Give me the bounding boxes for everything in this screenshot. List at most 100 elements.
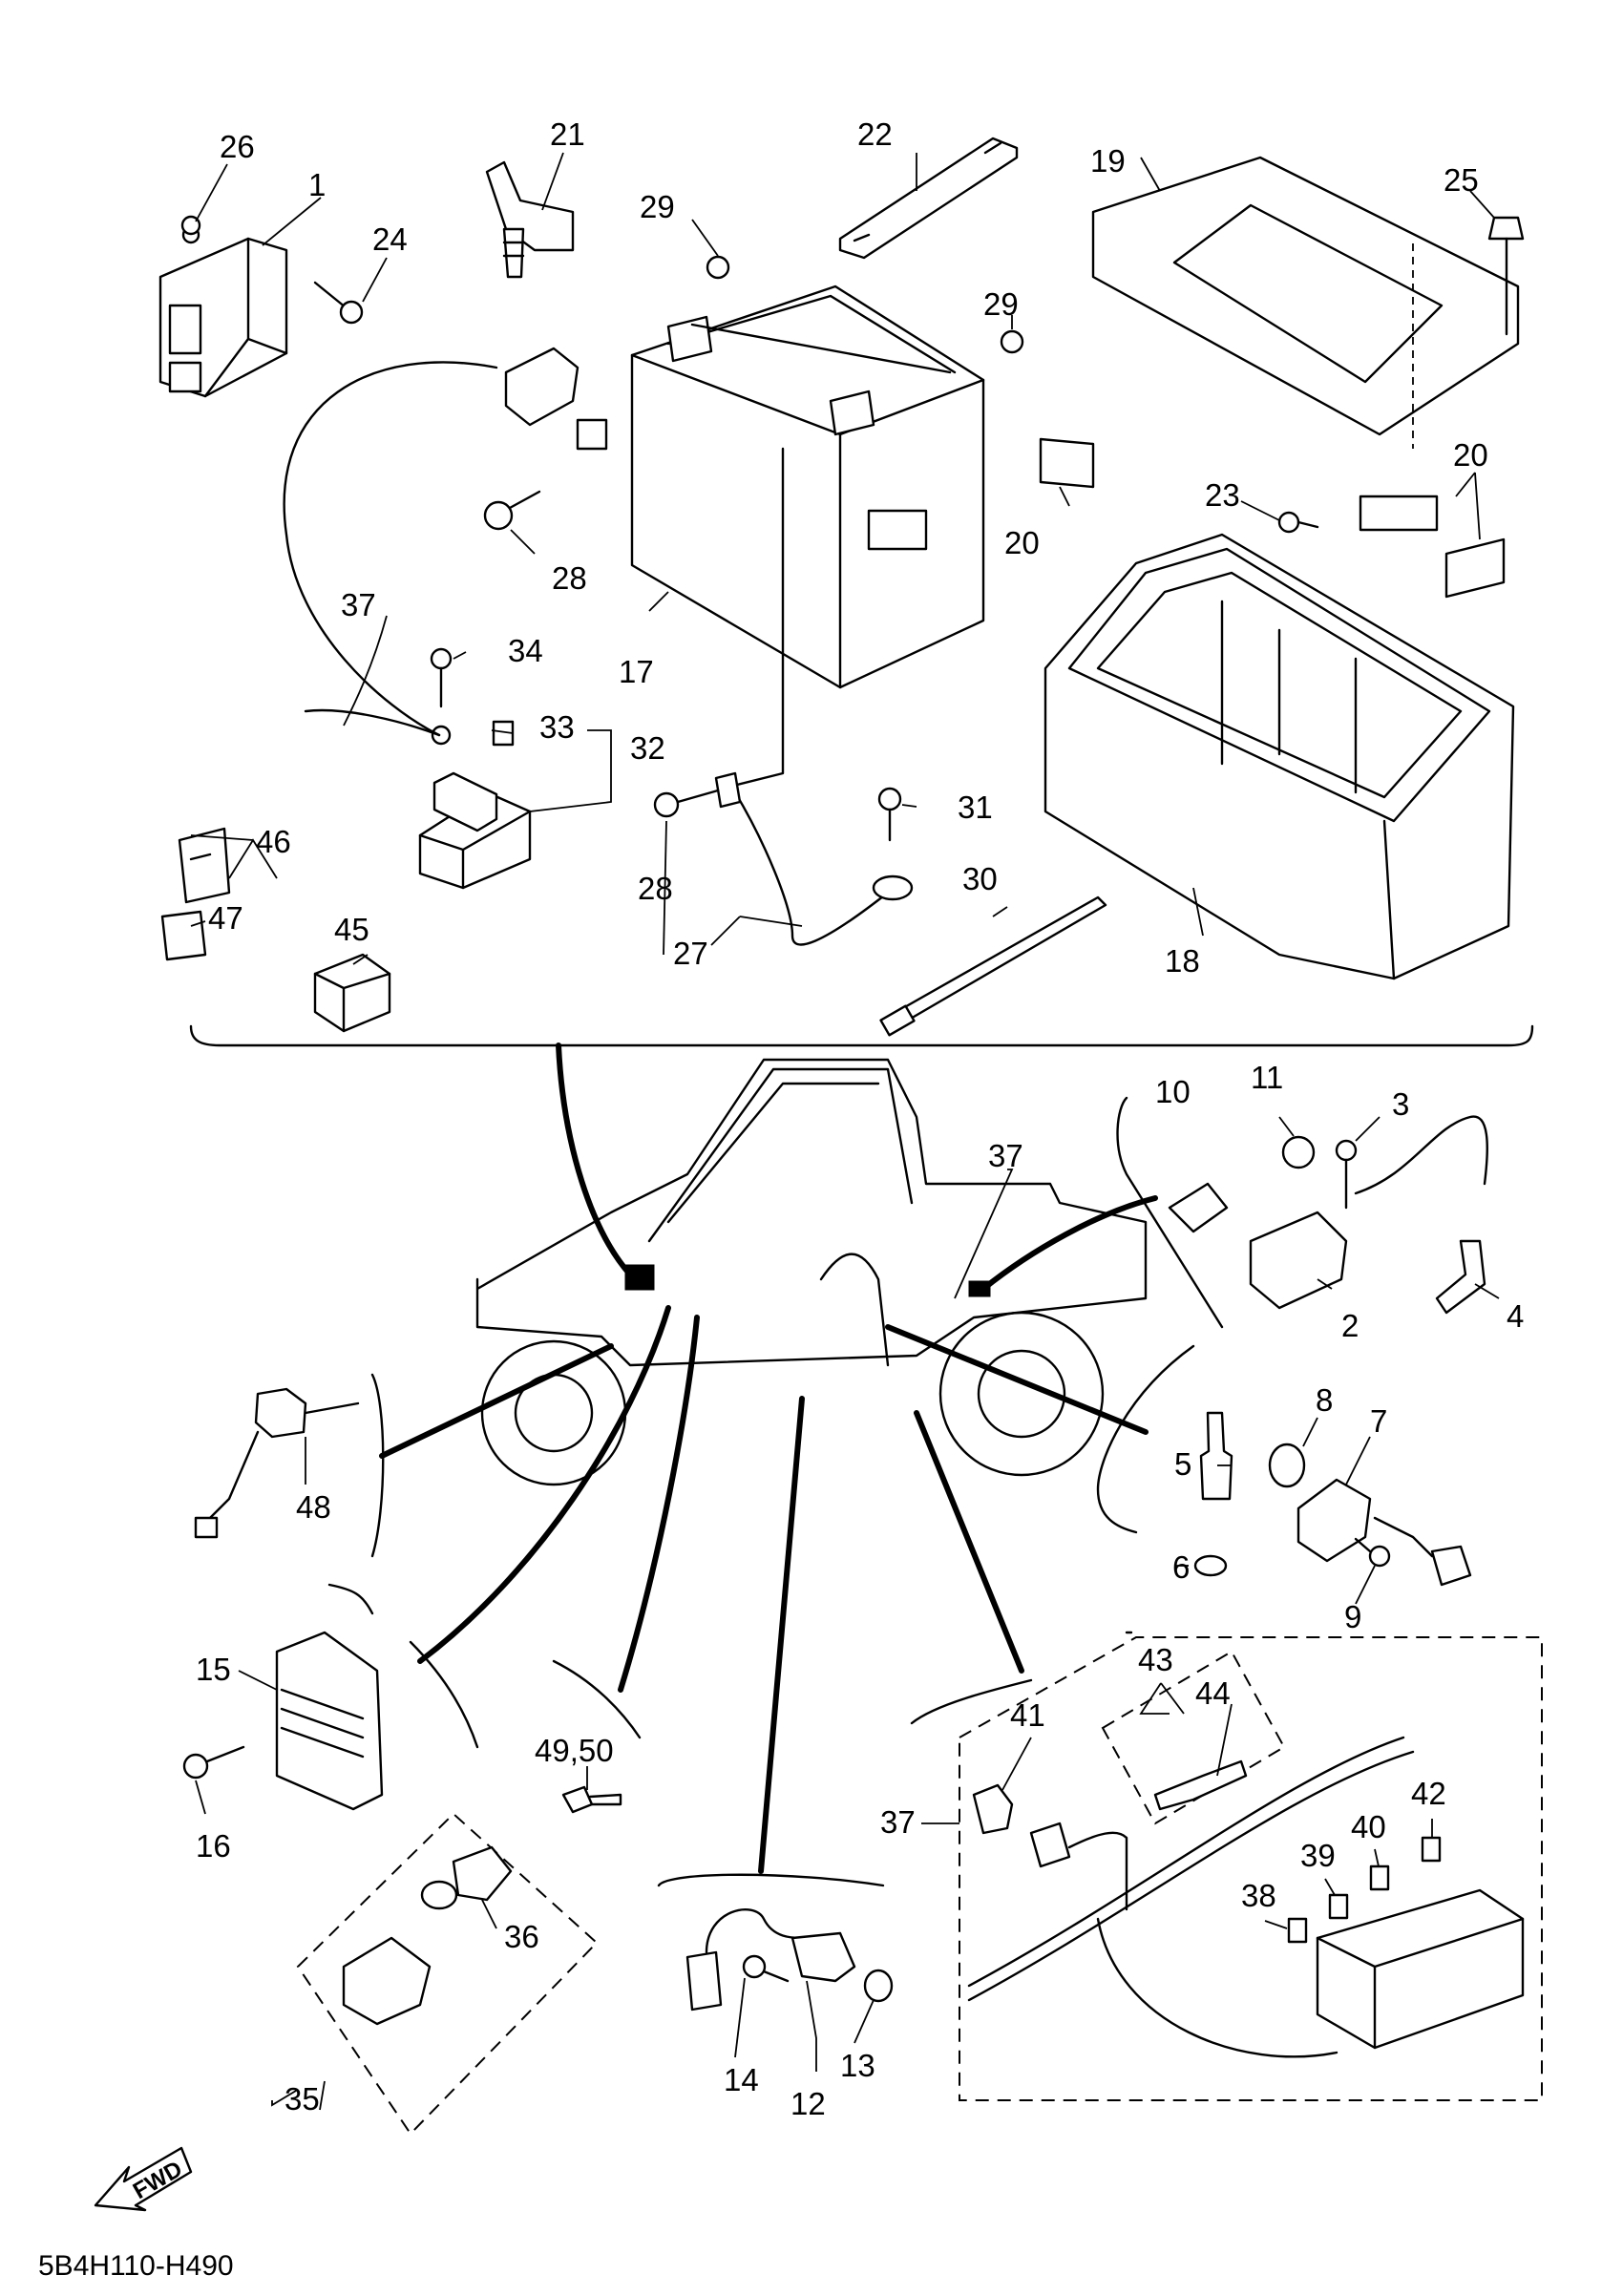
callout-13: 13 bbox=[840, 2048, 875, 2083]
callout-2: 2 bbox=[1341, 1308, 1359, 1343]
part-5-spark-plug bbox=[1199, 1411, 1233, 1501]
spark-plug-group bbox=[1096, 1344, 1472, 1587]
fuse-box bbox=[1316, 1888, 1525, 2050]
callout-21: 21 bbox=[550, 116, 585, 152]
callout-7: 7 bbox=[1370, 1403, 1387, 1439]
part-36-nut bbox=[420, 1880, 458, 1910]
part-28-bolt-lower bbox=[653, 789, 720, 818]
callout-46: 46 bbox=[256, 824, 291, 859]
callout-18: 18 bbox=[1165, 943, 1200, 979]
callout-49-50: 49,50 bbox=[535, 1733, 614, 1768]
callout-9: 9 bbox=[1344, 1599, 1361, 1634]
callout-28-b: 28 bbox=[638, 871, 673, 906]
callout-25: 25 bbox=[1444, 162, 1479, 198]
ignition-coil-group bbox=[1116, 1096, 1488, 1329]
callout-8: 8 bbox=[1316, 1382, 1333, 1418]
callout-16: 16 bbox=[196, 1828, 231, 1864]
callout-20-a: 20 bbox=[1004, 525, 1040, 560]
part-40-fuse bbox=[1369, 1864, 1390, 1891]
part-38-fuse bbox=[1287, 1917, 1308, 1944]
callout-labels: 1 2 3 4 5 6 7 8 9 10 11 12 13 14 15 16 1… bbox=[196, 116, 1524, 2121]
part-4-plug-cap bbox=[1435, 1239, 1486, 1315]
part-29-bolt-b bbox=[1000, 329, 1024, 354]
part-37-cable-top bbox=[283, 361, 498, 737]
drawing-code: 5B4H110-H490 bbox=[38, 2250, 234, 2282]
vehicle-illustration bbox=[475, 1058, 1148, 1486]
callout-40: 40 bbox=[1351, 1809, 1386, 1844]
callout-20-b: 20 bbox=[1453, 437, 1488, 473]
rectifier-group bbox=[182, 1583, 479, 1811]
part-25-clip bbox=[1487, 216, 1525, 336]
callout-34: 34 bbox=[508, 633, 543, 668]
part-37-cable-end bbox=[304, 708, 441, 737]
sensor-48-group bbox=[194, 1373, 385, 1558]
callout-5: 5 bbox=[1174, 1446, 1191, 1482]
part-2-ignition-coil bbox=[1249, 1211, 1348, 1310]
part-45-cover bbox=[313, 953, 391, 1033]
top-bracket bbox=[189, 1024, 1534, 1047]
part-24-bolt bbox=[313, 281, 364, 325]
part-44-harness-piece bbox=[1153, 1759, 1248, 1811]
part-13-o-ring bbox=[863, 1969, 894, 2003]
callout-27: 27 bbox=[673, 936, 708, 971]
part-18-battery-box bbox=[1043, 533, 1515, 980]
callout-37-b: 37 bbox=[988, 1138, 1023, 1173]
part-20-pad-a bbox=[1039, 437, 1095, 489]
callout-23: 23 bbox=[1205, 477, 1240, 513]
part-10-sensor bbox=[1168, 1182, 1229, 1233]
callout-12: 12 bbox=[790, 2086, 826, 2121]
callout-42: 42 bbox=[1411, 1776, 1446, 1811]
wire-harness-group bbox=[910, 1631, 1543, 2101]
part-32-starter-relay bbox=[418, 725, 532, 890]
callout-19: 19 bbox=[1090, 143, 1126, 179]
part-8-o-ring bbox=[1268, 1443, 1306, 1488]
part-3-bolt bbox=[1335, 1139, 1358, 1210]
callout-30: 30 bbox=[962, 861, 998, 896]
part-42-fuse bbox=[1421, 1836, 1442, 1863]
part-16-bolt bbox=[182, 1745, 245, 1780]
part-15-rectifier bbox=[275, 1631, 384, 1811]
part-21-clip bbox=[485, 160, 575, 279]
part-28-bolt-top bbox=[483, 490, 541, 531]
callout-22: 22 bbox=[857, 116, 893, 152]
part-12-speed-sensor bbox=[790, 1931, 856, 1983]
fwd-arrow: FWD bbox=[94, 2146, 193, 2212]
part-17-battery bbox=[630, 284, 985, 689]
callout-44: 44 bbox=[1195, 1675, 1231, 1711]
callout-17: 17 bbox=[619, 654, 654, 689]
callout-33: 33 bbox=[539, 709, 575, 745]
part-11-gasket bbox=[1281, 1135, 1316, 1169]
callout-38: 38 bbox=[1241, 1878, 1276, 1913]
part-14-bolt bbox=[742, 1954, 790, 1983]
part-22-strap bbox=[838, 137, 1019, 260]
switch-35-group bbox=[296, 1812, 599, 2136]
top-section-parts bbox=[158, 137, 1525, 1037]
callout-14: 14 bbox=[724, 2062, 759, 2097]
callout-39: 39 bbox=[1300, 1838, 1336, 1873]
part-46-coupler bbox=[178, 827, 231, 904]
cable-clamp bbox=[504, 347, 608, 451]
callout-36: 36 bbox=[504, 1919, 539, 1954]
callout-43: 43 bbox=[1138, 1642, 1173, 1677]
callout-29-b: 29 bbox=[983, 286, 1019, 322]
part-6-gasket bbox=[1193, 1554, 1228, 1577]
speed-sensor-group bbox=[657, 1873, 894, 2012]
part-49-50-key bbox=[552, 1659, 642, 1814]
part-29-bolt-a bbox=[706, 255, 730, 280]
part-30-cable-tie bbox=[879, 895, 1107, 1037]
callout-37-a: 37 bbox=[341, 587, 376, 622]
location-leaders bbox=[379, 1043, 1158, 1874]
callout-4: 4 bbox=[1507, 1298, 1524, 1334]
part-19-battery-box-cover bbox=[1091, 156, 1520, 449]
callout-leaders bbox=[190, 152, 1500, 2111]
part-34-bolt bbox=[430, 647, 453, 708]
part-31-bolt bbox=[877, 787, 902, 842]
callout-28-a: 28 bbox=[552, 560, 587, 596]
part-48-sensor bbox=[254, 1387, 307, 1439]
battery-location-marker bbox=[624, 1264, 655, 1291]
part-23-bolt bbox=[1277, 511, 1319, 534]
callout-26: 26 bbox=[220, 129, 255, 164]
callout-32: 32 bbox=[630, 730, 665, 766]
callout-15: 15 bbox=[196, 1652, 231, 1687]
